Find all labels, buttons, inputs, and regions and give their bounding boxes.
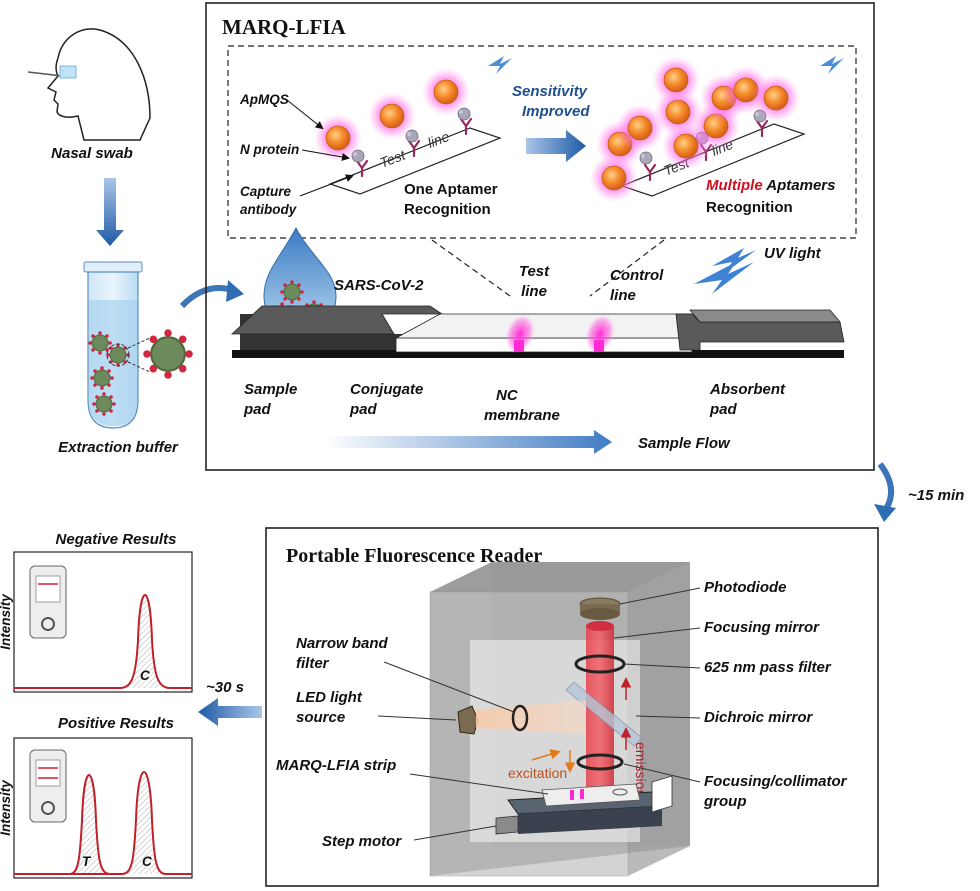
- sample-flow-label: Sample Flow: [638, 435, 731, 452]
- control-line-label-2: line: [610, 287, 636, 304]
- positive-intensity-label: Intensity: [0, 779, 13, 836]
- negative-title: Negative Results: [56, 531, 177, 548]
- sample-pad-label-2: pad: [243, 401, 272, 418]
- test-line-label-2: line: [521, 283, 547, 300]
- inset-strip-one: Test line: [313, 67, 502, 195]
- reader-panel: Portable Fluorescence Reader: [265, 527, 879, 887]
- focusing-mirror-label: Focusing mirror: [704, 619, 820, 636]
- marq-lfia-panel: MARQ-LFIA Test line ApMQS N protein Capt…: [205, 2, 875, 471]
- focusing-group-label-2: group: [703, 793, 747, 810]
- one-aptamer-label-1: One Aptamer: [404, 181, 498, 198]
- pass-filter-label: 625 nm pass filter: [704, 659, 832, 676]
- n-protein-label: N protein: [240, 142, 299, 157]
- multiple-word: Multiple: [706, 177, 763, 194]
- left-arrow-30s: [198, 698, 262, 726]
- recognition-label: Recognition: [706, 199, 793, 216]
- marq-title: MARQ-LFIA: [222, 15, 346, 39]
- reader-device: excitation emission: [429, 562, 690, 877]
- positive-c-peak-curve: [110, 771, 192, 875]
- results-panel: Negative Results Intensity C Positive Re…: [0, 531, 193, 879]
- inset-strip-multiple: Test line: [589, 55, 806, 203]
- sensitivity-label-2: Improved: [522, 103, 590, 120]
- inset-box: [227, 45, 857, 239]
- step-motor-label: Step motor: [322, 833, 402, 850]
- curved-arrow-to-marq: [179, 285, 233, 309]
- nbf-label-2: filter: [296, 655, 330, 672]
- positive-t-peak-curve: [60, 774, 111, 875]
- multiple-label: Multiple Aptamers: [706, 177, 835, 194]
- strip-label: MARQ-LFIA strip: [276, 757, 396, 774]
- nasal-swab-label: Nasal swab: [51, 145, 133, 162]
- absorbent-pad-label-1: Absorbent: [709, 381, 786, 398]
- negative-c-label: C: [140, 668, 150, 683]
- led-label-1: LED light: [296, 689, 363, 706]
- left-panel: Nasal swab Extraction buffer: [27, 28, 244, 456]
- excitation-label: excitation: [508, 765, 567, 781]
- curved-arrow-15min: [877, 462, 894, 514]
- photodiode-label: Photodiode: [704, 579, 787, 596]
- capture-label-2: antibody: [240, 202, 298, 217]
- dichroic-label: Dichroic mirror: [704, 709, 814, 726]
- test-line-label-1: Test: [519, 263, 550, 280]
- apmqs-label: ApMQS: [239, 92, 289, 107]
- head-silhouette: [46, 28, 151, 141]
- extraction-buffer-label: Extraction buffer: [58, 439, 179, 456]
- reader-box: [265, 527, 879, 887]
- positive-t-label: T: [82, 854, 92, 869]
- sample-pad-label-1: Sample: [244, 381, 297, 398]
- uv-lightning-icon: [694, 262, 754, 294]
- reader-title: Portable Fluorescence Reader: [286, 545, 542, 567]
- negative-cassette-icon: [29, 565, 67, 639]
- lightning-icon-2: [820, 56, 844, 74]
- time-30-label: ~30 s: [206, 679, 244, 696]
- negative-intensity-label: Intensity: [0, 593, 13, 650]
- aptamers-word: Aptamers: [763, 177, 836, 194]
- time-15-label: ~15 min: [908, 487, 964, 504]
- swab-tip: [59, 65, 77, 79]
- positive-c-label: C: [142, 854, 152, 869]
- capture-label-1: Capture: [240, 184, 291, 199]
- down-arrow: [96, 178, 124, 246]
- sensitivity-label-1: Sensitivity: [512, 83, 588, 100]
- sars-label: SARS-CoV-2: [334, 277, 424, 294]
- marq-box: [205, 2, 875, 471]
- lightning-icon-1: [488, 56, 512, 74]
- positive-cassette-icon: [29, 749, 67, 823]
- nc-membrane-label-2: membrane: [484, 407, 560, 424]
- lfia-strip: [230, 305, 845, 358]
- conjugate-pad-label-2: pad: [349, 401, 378, 418]
- nbf-label-1: Narrow band: [296, 635, 389, 652]
- extraction-tube: [83, 261, 194, 429]
- emission-label: emission: [633, 742, 649, 797]
- swab-stick: [27, 71, 63, 77]
- positive-title: Positive Results: [58, 715, 174, 732]
- negative-c-peak-curve: [14, 594, 192, 689]
- absorbent-pad-label-2: pad: [709, 401, 738, 418]
- conjugate-pad-label-1: Conjugate: [350, 381, 423, 398]
- sample-flow-arrow: [324, 430, 612, 454]
- focusing-group-label-1: Focusing/collimator: [704, 773, 848, 790]
- uv-light-label: UV light: [764, 245, 822, 262]
- sensitivity-arrow: [526, 130, 586, 162]
- one-aptamer-label-2: Recognition: [404, 201, 491, 218]
- nc-membrane-label-1: NC: [496, 387, 519, 404]
- led-label-2: source: [296, 709, 345, 726]
- control-line-label-1: Control: [610, 267, 664, 284]
- inset-line-word: line: [425, 128, 451, 151]
